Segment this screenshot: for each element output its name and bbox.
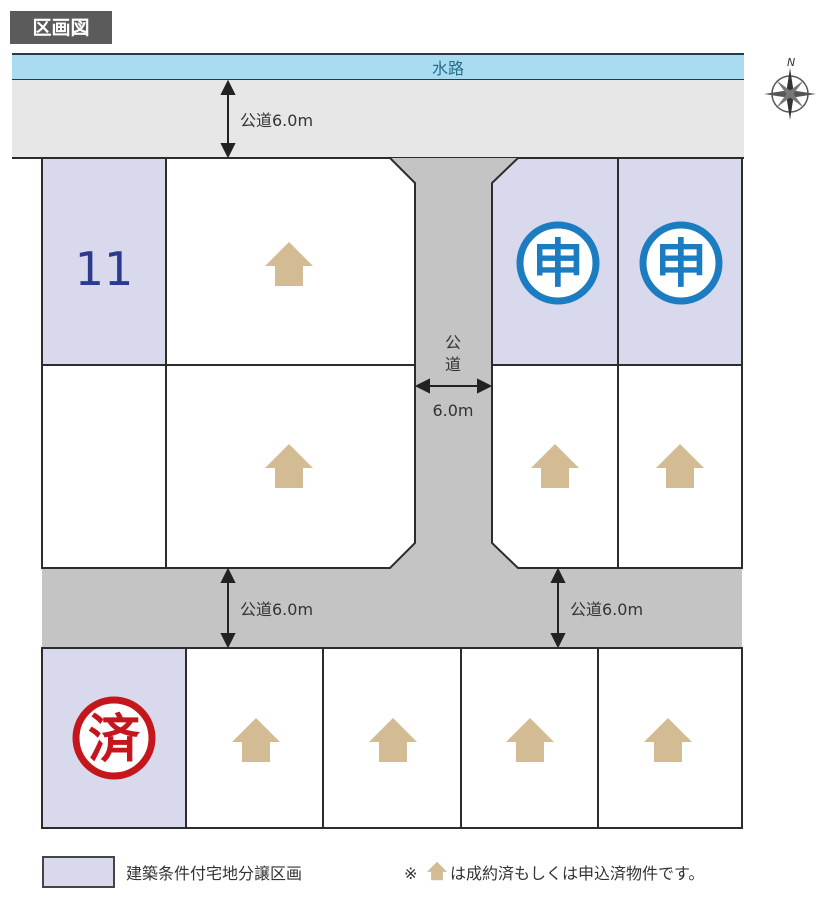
legend-note-prefix: ※ bbox=[404, 864, 417, 883]
legend: 建築条件付宅地分譲区画 ※ は成約済もしくは申込済物件です。 bbox=[42, 856, 704, 888]
applied-stamp: 申 bbox=[516, 221, 600, 305]
inner-roads bbox=[42, 158, 742, 648]
title-text: 区画図 bbox=[32, 17, 89, 39]
applied-stamp: 申 bbox=[639, 221, 723, 305]
bottom-right-road-label: 公道6.0m bbox=[570, 600, 643, 619]
dimension-arrows bbox=[220, 79, 566, 649]
title-badge: 区画図 bbox=[10, 11, 112, 44]
top-road-label: 公道6.0m bbox=[240, 111, 313, 130]
legend-conditional-label: 建築条件付宅地分譲区画 bbox=[126, 864, 302, 883]
legend-swatch bbox=[42, 856, 115, 888]
sold-stamp-text: 済 bbox=[88, 710, 141, 770]
bottom-left-road-label: 公道6.0m bbox=[240, 600, 313, 619]
sold-stamp: 済 bbox=[72, 696, 156, 780]
water-label: 水路 bbox=[432, 59, 464, 78]
applied-stamp-text: 申 bbox=[532, 235, 584, 295]
compass-north-label: N bbox=[787, 56, 795, 69]
top-road bbox=[12, 80, 744, 159]
compass-icon: N bbox=[764, 56, 816, 120]
center-road-width: 6.0m bbox=[432, 401, 473, 420]
legend-house-icon bbox=[426, 861, 448, 881]
waterway: 水路 bbox=[12, 53, 744, 81]
lot-11 bbox=[41, 157, 167, 366]
center-road-label-2: 道 bbox=[445, 355, 461, 374]
applied-stamp-text: 申 bbox=[655, 235, 707, 295]
lot-number: 11 bbox=[75, 242, 134, 296]
center-road-label-1: 公 bbox=[445, 333, 461, 352]
lot bbox=[41, 364, 167, 569]
legend-note-text: は成約済もしくは申込済物件です。 bbox=[450, 864, 704, 883]
